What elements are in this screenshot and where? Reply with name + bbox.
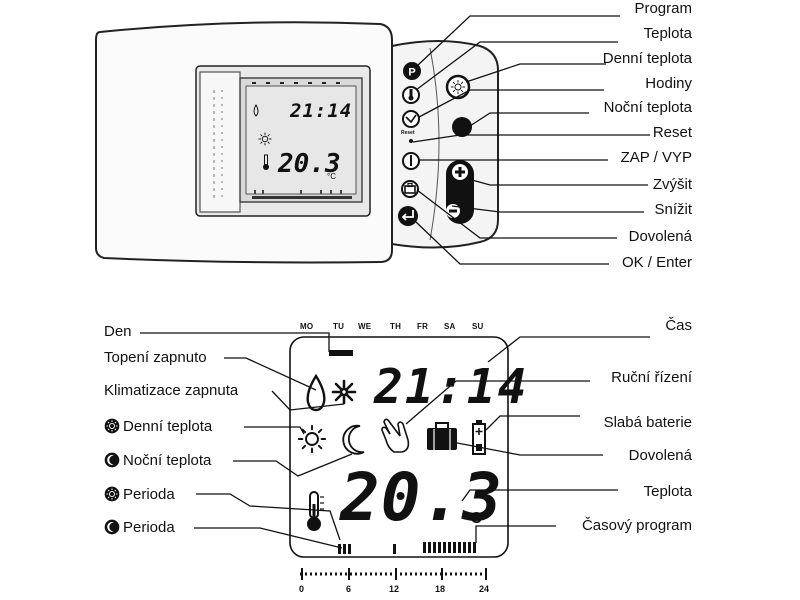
tick-0: 0 bbox=[299, 584, 305, 594]
tick-12: 12 bbox=[389, 584, 400, 594]
callout-cooling-on: Klimatizace zapnuta bbox=[104, 382, 239, 399]
tick-24: 24 bbox=[479, 584, 490, 594]
holiday-button[interactable] bbox=[401, 180, 419, 198]
clock-button[interactable] bbox=[402, 110, 420, 128]
callout-period-day-text: Perioda bbox=[123, 486, 175, 503]
callout-ok-enter: OK / Enter bbox=[621, 254, 692, 271]
callout-time: Čas bbox=[665, 317, 692, 334]
callout-holiday-lcd: Dovolená bbox=[628, 447, 692, 464]
bottom-leader-lines bbox=[140, 332, 650, 549]
thermostat-body bbox=[95, 21, 499, 264]
callout-clock: Hodiny bbox=[645, 75, 692, 92]
night-temp-button[interactable] bbox=[452, 117, 472, 137]
mini-lcd-unit: °C bbox=[327, 172, 336, 181]
tick-6: 6 bbox=[346, 584, 352, 594]
callout-manual: Ruční řízení bbox=[611, 369, 692, 386]
temperature-button[interactable] bbox=[402, 86, 420, 104]
svg-text:P: P bbox=[408, 67, 415, 79]
day-su: SU bbox=[472, 322, 484, 331]
battery-icon bbox=[472, 420, 486, 455]
lcd-unit: °C bbox=[464, 510, 482, 527]
callout-day-temp-text: Denní teplota bbox=[123, 418, 213, 435]
power-button[interactable] bbox=[402, 152, 420, 170]
callout-temp-lcd: Teplota bbox=[643, 483, 692, 500]
callout-low-battery: Slabá baterie bbox=[603, 414, 692, 431]
tick-18: 18 bbox=[435, 584, 446, 594]
day-sa: SA bbox=[444, 322, 456, 331]
moon-icon bbox=[104, 452, 120, 468]
suitcase-icon bbox=[427, 422, 457, 450]
moon-icon bbox=[342, 424, 365, 455]
day-temp-button[interactable] bbox=[445, 74, 471, 100]
callout-night-temp: Noční teplota bbox=[603, 99, 692, 116]
enter-button[interactable] bbox=[398, 206, 418, 226]
callout-night-temp-text: Noční teplota bbox=[123, 452, 212, 469]
callout-decrease: Snížit bbox=[654, 201, 692, 218]
mini-lcd-temp: 20.3 bbox=[278, 149, 341, 179]
plus-minus-rocker[interactable] bbox=[446, 160, 474, 224]
callout-power: ZAP / VYP bbox=[620, 149, 692, 166]
callout-day-temp-lcd: Denní teplota bbox=[104, 418, 212, 436]
time-program-bar bbox=[338, 542, 476, 554]
callout-increase: Zvýšit bbox=[652, 176, 692, 193]
moon-icon bbox=[104, 519, 120, 535]
snowflake-icon bbox=[331, 379, 357, 405]
callout-day: Den bbox=[104, 323, 132, 340]
callout-night-temp-lcd: Noční teplota bbox=[104, 452, 211, 470]
sun-icon bbox=[104, 418, 120, 434]
day-fr: FR bbox=[417, 322, 429, 331]
callout-period-day: Perioda bbox=[104, 486, 175, 504]
callout-program: Program bbox=[634, 0, 692, 17]
callout-period-night-text: Perioda bbox=[123, 519, 175, 536]
sun-icon bbox=[104, 486, 120, 502]
lcd-temperature: 20.3 bbox=[340, 459, 503, 536]
callout-time-program: Časový program bbox=[581, 517, 692, 534]
hand-icon bbox=[381, 418, 410, 453]
flame-drop-icon bbox=[306, 373, 326, 412]
timeline-axis bbox=[300, 568, 488, 580]
day-th: TH bbox=[390, 322, 402, 331]
callout-temperature: Teplota bbox=[643, 25, 692, 42]
day-tu: TU bbox=[333, 322, 345, 331]
top-leader-lines bbox=[412, 15, 650, 265]
thermometer-icon bbox=[307, 491, 324, 531]
program-button[interactable]: P bbox=[403, 62, 421, 80]
callout-day-temp: Denní teplota bbox=[602, 50, 692, 67]
reset-tag: Reset bbox=[401, 130, 415, 136]
callout-period-night: Perioda bbox=[104, 519, 175, 537]
callout-heating-on: Topení zapnuto bbox=[104, 349, 207, 366]
reset-button[interactable] bbox=[409, 139, 413, 143]
day-indicator-bar bbox=[329, 350, 353, 356]
mini-lcd-time: 21:14 bbox=[290, 100, 353, 122]
day-mo: MO bbox=[300, 322, 314, 331]
lcd-time: 21:14 bbox=[374, 359, 529, 415]
callout-reset: Reset bbox=[652, 124, 692, 141]
callout-holiday: Dovolená bbox=[628, 228, 692, 245]
day-we: WE bbox=[358, 322, 372, 331]
